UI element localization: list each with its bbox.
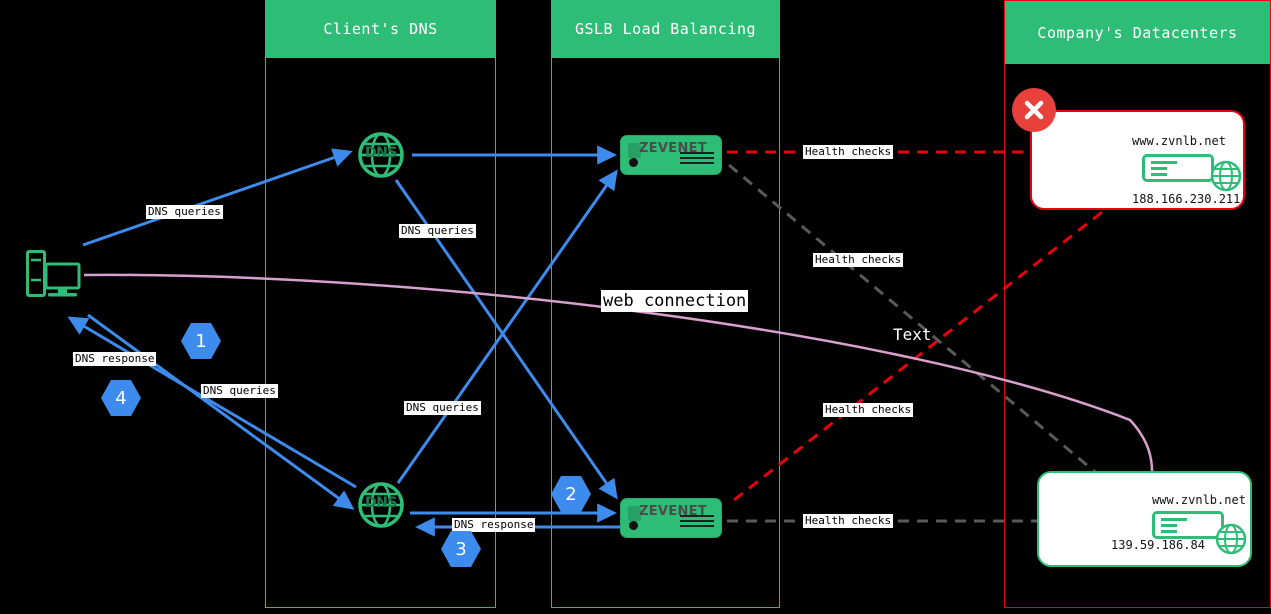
edge-label-web-connection: web connection: [601, 290, 749, 312]
zevenet-logo-icon: [628, 506, 641, 521]
dns-server-bottom[interactable]: DNS: [357, 481, 405, 529]
step-badge-2-number: 2: [565, 483, 577, 505]
edge-label-dns-queries-1: DNS queries: [146, 205, 223, 219]
status-dot-icon: [629, 158, 638, 167]
datacenter-top-ip: 188.166.230.211: [1132, 192, 1241, 206]
lane-title-datacenters: Company's Datacenters: [1037, 23, 1238, 42]
step-badge-2: 2: [551, 476, 591, 512]
edge-label-dns-queries-4: DNS queries: [404, 401, 481, 415]
datacenter-bottom[interactable]: www.zvnlb.net 139.59.186.84: [1037, 471, 1252, 567]
status-dot-icon: [629, 521, 638, 530]
lane-header-datacenters: Company's Datacenters: [1004, 0, 1271, 64]
load-balancer-top[interactable]: ZEVENET: [620, 135, 722, 175]
step-badge-4-number: 4: [115, 387, 127, 409]
edge-label-dns-response-2: DNS response: [452, 518, 536, 532]
menu-lines-icon: [680, 152, 714, 168]
step-badge-4: 4: [101, 380, 141, 416]
datacenter-top[interactable]: www.zvnlb.net 188.166.230.211: [1030, 110, 1245, 210]
server-bars-icon: [1151, 161, 1177, 179]
client-computer-icon: [26, 250, 82, 300]
edge-label-health-checks-1: Health checks: [803, 145, 894, 159]
step-badge-1: 1: [181, 323, 221, 359]
edge-label-dns-queries-3: DNS queries: [201, 384, 278, 398]
edge-label-text-placeholder: Text: [893, 325, 932, 344]
datacenter-top-hostname: www.zvnlb.net: [1132, 134, 1226, 148]
lane-title-gslb: GSLB Load Balancing: [574, 20, 757, 38]
menu-lines-icon: [680, 515, 714, 531]
edge-label-health-checks-4: Health checks: [803, 514, 894, 528]
edge-label-health-checks-3: Health checks: [823, 403, 914, 417]
dns-server-top-label: DNS: [365, 145, 397, 161]
datacenter-bottom-hostname: www.zvnlb.net: [1152, 493, 1246, 507]
edge-label-health-checks-2: Health checks: [813, 253, 904, 267]
dns-server-top[interactable]: DNS: [357, 131, 405, 179]
edge-label-dns-response-1: DNS response: [73, 352, 157, 366]
zevenet-logo-icon: [628, 143, 641, 158]
globe-icon: [1215, 523, 1247, 555]
edge-label-dns-queries-2: DNS queries: [399, 224, 476, 238]
load-balancer-bottom[interactable]: ZEVENET: [620, 498, 722, 538]
server-icon: [1142, 154, 1214, 182]
step-badge-1-number: 1: [195, 330, 207, 352]
lane-title-clients-dns: Client's DNS: [323, 20, 438, 38]
server-bars-icon: [1161, 518, 1187, 536]
globe-icon: [1210, 160, 1242, 192]
datacenter-bottom-ip: 139.59.186.84: [1111, 538, 1205, 552]
lane-header-gslb: GSLB Load Balancing: [551, 0, 780, 58]
dns-server-bottom-label: DNS: [365, 495, 397, 511]
x-circle-icon: [1012, 88, 1056, 132]
lane-header-clients-dns: Client's DNS: [265, 0, 496, 58]
step-badge-3-number: 3: [455, 538, 467, 560]
server-icon: [1152, 511, 1224, 539]
